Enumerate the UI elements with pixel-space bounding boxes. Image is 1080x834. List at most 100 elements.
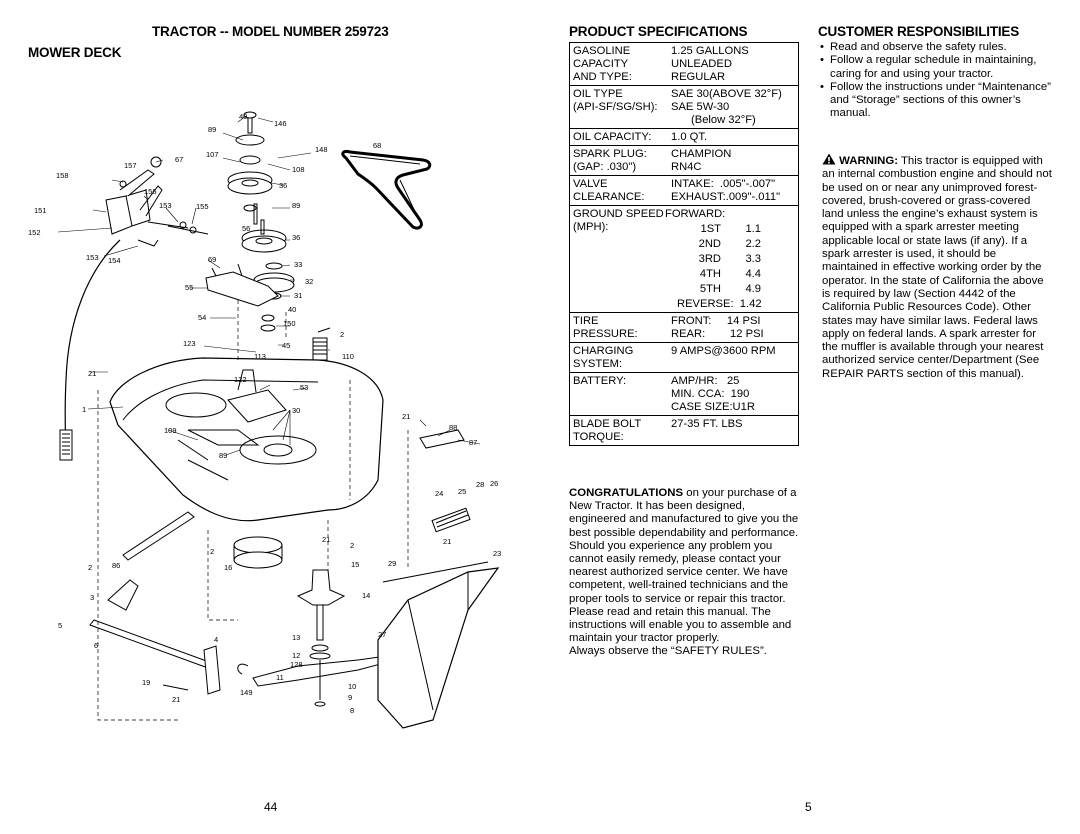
congratulations-lead: CONGRATULATIONS — [569, 487, 684, 499]
spec-value: SAE 30(ABOVE 32°F)SAE 5W-30(Below 32°F) — [671, 88, 798, 127]
lift-link — [89, 619, 213, 669]
svg-text:88: 88 — [449, 423, 457, 432]
svg-text:122: 122 — [234, 375, 247, 384]
svg-text:2: 2 — [210, 547, 214, 556]
spec-label-line: VALVE — [573, 178, 608, 190]
svg-text:23: 23 — [493, 549, 501, 558]
belt-guide-part — [341, 150, 432, 230]
front-link-bar — [122, 511, 195, 561]
svg-text:56: 56 — [242, 224, 250, 233]
spec-label-line: BLADE BOLT — [573, 418, 642, 430]
svg-text:68: 68 — [373, 141, 381, 150]
spec-label-line: (GAP: .030") — [573, 161, 637, 173]
svg-text:109: 109 — [164, 426, 177, 435]
spec-label-line: OIL CAPACITY: — [573, 131, 652, 143]
svg-text:12: 12 — [292, 651, 300, 660]
svg-text:1: 1 — [82, 405, 86, 414]
svg-text:30: 30 — [292, 406, 300, 415]
svg-text:36: 36 — [292, 233, 300, 242]
spec-label: BATTERY: — [573, 375, 671, 414]
spec-label: SPARK PLUG:(GAP: .030") — [573, 148, 671, 174]
svg-text:107: 107 — [206, 150, 219, 159]
svg-text:67: 67 — [175, 155, 183, 164]
svg-text:2: 2 — [350, 541, 354, 550]
right-page-number: 5 — [805, 800, 812, 814]
spec-value-line: RN4C — [671, 161, 702, 173]
svg-text:10: 10 — [348, 682, 356, 691]
list-item: Follow a regular schedule in maintaining… — [818, 54, 1058, 81]
spec-value-line: FRONT: 14 PSI — [671, 315, 761, 327]
mower-deck-exploded-diagram: 40 146 89 107 148 68 157 67 108 158 36 1… — [28, 111, 501, 729]
svg-text:16: 16 — [224, 563, 232, 572]
spec-label-line: (MPH): — [573, 221, 609, 233]
responsibilities-list: Read and observe the safety rules. Follo… — [818, 41, 1058, 121]
spec-value-line: 27-35 FT. LBS — [671, 418, 743, 430]
pulley-stack — [227, 111, 295, 332]
svg-text:89: 89 — [208, 125, 216, 134]
svg-text:11: 11 — [276, 673, 284, 682]
spec-value: 9 AMPS@3600 RPM — [671, 345, 798, 371]
svg-text:113: 113 — [254, 352, 266, 361]
spec-value-line: INTAKE: .005"-.007" — [671, 178, 776, 190]
spec-label-line: TIRE — [573, 315, 599, 327]
spec-label-line: CHARGING — [573, 345, 634, 357]
spec-value-line: SAE 30(ABOVE 32°F) — [671, 88, 782, 100]
gear-name: 1ST — [700, 223, 721, 235]
svg-text:69: 69 — [208, 255, 216, 264]
svg-text:157: 157 — [124, 161, 137, 170]
reverse-speed: REVERSE: 1.42 — [677, 298, 762, 310]
svg-text:89: 89 — [292, 201, 300, 210]
svg-text:27: 27 — [378, 630, 386, 639]
spec-value-line: (Below 32°F) — [691, 114, 756, 126]
svg-text:36: 36 — [279, 181, 287, 190]
svg-text:89: 89 — [219, 451, 227, 460]
spec-label-line: PRESSURE: — [573, 328, 638, 340]
gear-mph: 4.4 — [745, 268, 761, 280]
spec-value-line: CASE SIZE:U1R — [671, 401, 755, 413]
gear-name: 5TH — [699, 283, 721, 295]
svg-text:2: 2 — [340, 330, 344, 339]
discharge-chute — [377, 567, 500, 729]
section-title: MOWER DECK — [28, 45, 122, 60]
svg-text:2: 2 — [88, 563, 92, 572]
svg-text:153: 153 — [86, 253, 99, 262]
svg-text:87: 87 — [469, 438, 477, 447]
svg-text:15: 15 — [351, 560, 359, 569]
spec-value-line: MIN. CCA: 190 — [671, 388, 750, 400]
spec-value-line: UNLEADED — [671, 58, 732, 70]
svg-text:29: 29 — [388, 559, 396, 568]
svg-text:6: 6 — [94, 641, 98, 650]
svg-text:21: 21 — [402, 412, 410, 421]
page-title: TRACTOR -- MODEL NUMBER 259723 — [152, 24, 389, 39]
spec-label-line: SPARK PLUG: — [573, 148, 647, 160]
spec-label-line: GROUND SPEED — [573, 208, 664, 220]
svg-text:86: 86 — [112, 561, 120, 570]
svg-text:19: 19 — [142, 678, 150, 687]
gear-mph: 3.3 — [745, 253, 761, 265]
gear-name: 4TH — [699, 268, 721, 280]
idler-bracket — [205, 271, 279, 307]
svg-text:8: 8 — [350, 706, 354, 715]
left-page-number: 44 — [264, 800, 278, 814]
spec-value-line: 1.0 QT. — [671, 131, 708, 143]
warning-paragraph: WARNING: This tractor is equipped with a… — [822, 153, 1054, 381]
list-item: Read and observe the safety rules. — [818, 41, 1058, 55]
spec-label-line: GASOLINE — [573, 45, 631, 57]
svg-text:9: 9 — [348, 693, 352, 702]
